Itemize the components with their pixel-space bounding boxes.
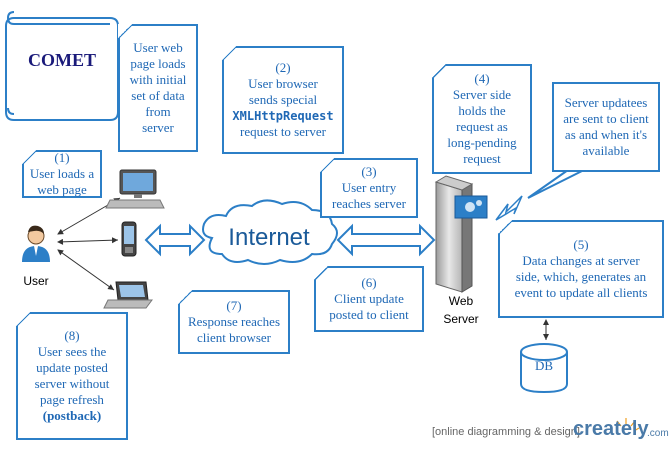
note-step-2: (2) User browser sends special XMLHttpRe… bbox=[222, 46, 344, 154]
desktop-computer-icon bbox=[105, 169, 165, 209]
comet-title: COMET bbox=[27, 50, 96, 70]
note-line: reaches server bbox=[332, 196, 406, 211]
double-arrow-right bbox=[336, 223, 436, 257]
note-line: Server side bbox=[452, 87, 512, 102]
note-line: web page bbox=[37, 182, 87, 197]
footer-tagline: [online diagramming & design] bbox=[432, 426, 580, 438]
web-server-icon bbox=[434, 175, 488, 293]
web-server-label: Web Server bbox=[436, 292, 486, 328]
note-server-updates: Server updatees are sent to client as an… bbox=[552, 82, 660, 172]
creately-logo-icon bbox=[616, 418, 640, 432]
user-device-connectors bbox=[57, 197, 121, 291]
note-line: available bbox=[582, 143, 630, 158]
note-line: Data changes at server bbox=[522, 253, 640, 268]
step-number: (2) bbox=[275, 60, 291, 75]
note-step-6: (6) Client update posted to client bbox=[314, 266, 424, 332]
user-label: User bbox=[23, 274, 49, 288]
note-line: as and when it's bbox=[564, 127, 648, 142]
web-server-label-line1: Web bbox=[448, 294, 474, 308]
step-number: (6) bbox=[361, 275, 377, 290]
note-step-1: (1) User loads a web page bbox=[22, 150, 102, 198]
note-step-5: (5) Data changes at server side, which, … bbox=[498, 220, 664, 318]
note-line: Client update bbox=[334, 291, 404, 306]
note-line: long-pending bbox=[447, 135, 517, 150]
note-line: server without bbox=[34, 376, 110, 391]
footer-brand: creately bbox=[573, 418, 649, 440]
user-icon bbox=[22, 225, 50, 262]
note-line: User sees the bbox=[37, 344, 107, 359]
note-line: posted to client bbox=[329, 307, 409, 322]
lightning-bolt-icon bbox=[495, 195, 523, 221]
step-number: (7) bbox=[226, 298, 242, 313]
comet-scroll bbox=[5, 11, 119, 121]
note-line: request to server bbox=[240, 124, 326, 139]
postback-label: (postback) bbox=[42, 408, 102, 423]
note-line: sends special bbox=[248, 92, 318, 107]
note-line: User browser bbox=[248, 76, 318, 91]
note-line: client browser bbox=[196, 330, 271, 345]
note-step-3: (3) User entry reaches server bbox=[320, 158, 418, 218]
note-line: Response reaches bbox=[187, 314, 281, 329]
internet-label: Internet bbox=[228, 224, 310, 251]
laptop-icon bbox=[103, 281, 153, 309]
updates-callout-tail bbox=[527, 169, 585, 199]
note-step-8: (8) User sees the update posted server w… bbox=[16, 312, 128, 440]
note-line: Server updatees bbox=[564, 95, 648, 110]
note-line: User entry bbox=[341, 180, 397, 195]
note-line: update posted bbox=[36, 360, 108, 375]
note-step-4: (4) Server side holds the request as lon… bbox=[432, 64, 532, 174]
note-line: request as bbox=[456, 119, 508, 134]
footer-brand-suffix: .com bbox=[647, 428, 669, 439]
mobile-phone-icon bbox=[121, 221, 137, 257]
note-line: from bbox=[145, 104, 171, 119]
note-line: server bbox=[142, 120, 174, 135]
web-server-label-line2: Server bbox=[443, 312, 479, 326]
step-number: (4) bbox=[474, 71, 490, 86]
step-number: (8) bbox=[64, 328, 80, 343]
note-line: with initial bbox=[129, 72, 187, 87]
note-line: event to update all clients bbox=[514, 285, 648, 300]
note-line: holds the bbox=[458, 103, 506, 118]
database-icon bbox=[520, 343, 568, 394]
note-line: User web bbox=[133, 40, 183, 55]
step-number: (3) bbox=[361, 164, 377, 179]
step-number: (5) bbox=[573, 237, 589, 252]
note-line: request bbox=[463, 151, 501, 166]
note-line: set of data bbox=[131, 88, 185, 103]
note-line: page refresh bbox=[40, 392, 104, 407]
note-step-7: (7) Response reaches client browser bbox=[178, 290, 290, 354]
note-line: side, which, generates an bbox=[515, 269, 647, 284]
step-number: (1) bbox=[54, 150, 70, 165]
note-line: are sent to client bbox=[563, 111, 649, 126]
note-initial-load: User web page loads with initial set of … bbox=[118, 24, 198, 152]
internet-cloud bbox=[202, 199, 338, 265]
note-line: page loads bbox=[130, 56, 186, 71]
note-line: User loads a bbox=[29, 166, 95, 181]
db-label: DB bbox=[534, 358, 554, 373]
double-arrow-left bbox=[144, 223, 206, 257]
xmlhttprequest-keyword: XMLHttpRequest bbox=[232, 109, 334, 123]
